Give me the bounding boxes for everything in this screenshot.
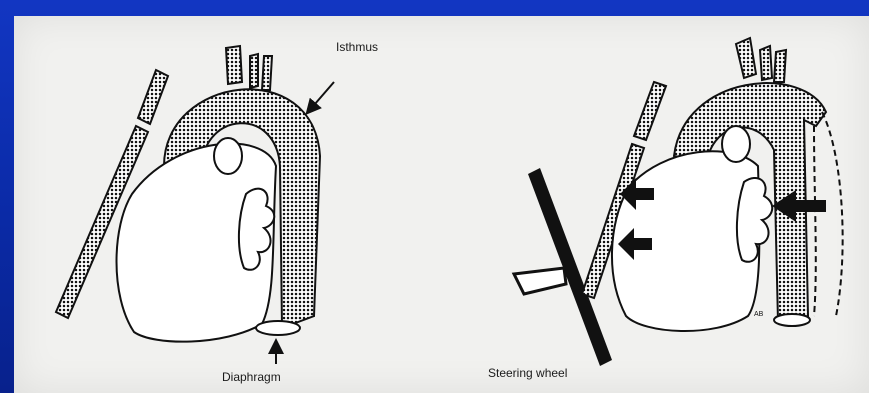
steering-wheel-hub bbox=[514, 268, 566, 294]
right-diagram: AB bbox=[514, 38, 843, 366]
head-vessels bbox=[226, 46, 272, 90]
aorta-trauma-diagram: AB bbox=[14, 16, 869, 393]
left-diagram bbox=[56, 46, 334, 364]
right-head-vessels bbox=[736, 38, 786, 82]
diaphragm-label: Diaphragm bbox=[222, 370, 281, 384]
isthmus-label: Isthmus bbox=[336, 40, 378, 54]
displaced-aorta-outline bbox=[814, 112, 843, 316]
right-left-atrium bbox=[737, 178, 772, 262]
pulmonary-artery bbox=[214, 138, 242, 174]
right-diaphragm-ring bbox=[774, 314, 810, 326]
right-pulmonary-artery bbox=[722, 126, 750, 162]
scanned-figure-panel: AB Isthmus Diaphragm Steering wheel bbox=[14, 16, 869, 393]
artist-initials: AB bbox=[754, 311, 764, 318]
isthmus-pointer bbox=[308, 82, 334, 112]
steering-wheel-label: Steering wheel bbox=[488, 366, 567, 380]
diaphragm-ring bbox=[256, 321, 300, 335]
